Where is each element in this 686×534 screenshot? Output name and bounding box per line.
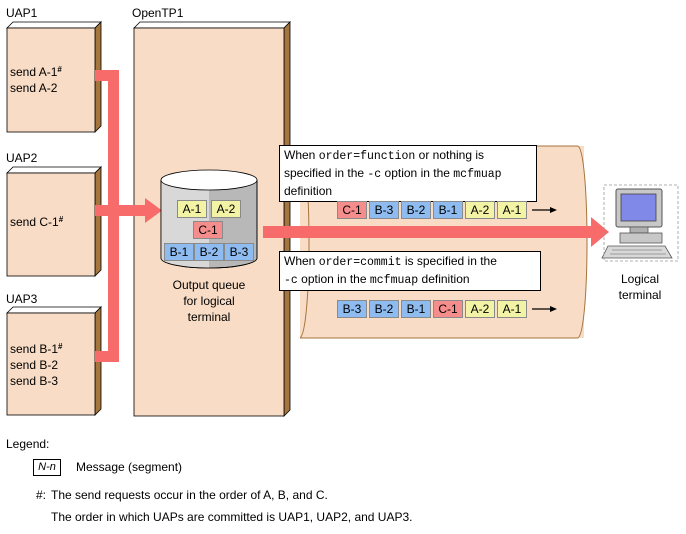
legend-note-mark: #: <box>36 488 47 502</box>
queue-tag-a2: A-2 <box>211 200 241 218</box>
seq1-tag-2: B-3 <box>369 201 399 219</box>
seq1-tag-6: A-1 <box>497 201 527 219</box>
uap3-send-b3: send B-3 <box>10 374 59 388</box>
inbound-arrows <box>95 70 162 362</box>
seq1-tag-3: B-2 <box>401 201 431 219</box>
uap3-box <box>6 306 102 416</box>
uap3-send-b2: send B-2 <box>10 358 59 372</box>
seq2-tag-2: B-2 <box>369 300 399 318</box>
queue-tag-b1: B-1 <box>164 243 194 261</box>
uap1-send-a1: send A-1# <box>10 65 62 79</box>
uap2-commands: send C-1# <box>10 214 63 230</box>
legend-sample-desc: Message (segment) <box>76 460 183 474</box>
callout-order-commit: When order=commit is specified in the -c… <box>279 251 541 291</box>
queue-tag-b3: B-3 <box>224 243 254 261</box>
seq1-tag-1: C-1 <box>337 201 367 219</box>
seq2-tag-4: C-1 <box>433 300 463 318</box>
uap1-box <box>6 21 102 133</box>
terminal-label: Logical terminal <box>618 272 662 302</box>
uap1-send-a2: send A-2 <box>10 81 58 95</box>
queue-label: Output queue for logical terminal <box>172 278 246 324</box>
uap2-box <box>6 166 102 277</box>
uap3-send-b1: send B-1# <box>10 342 63 356</box>
callout-order-function: When order=function or nothing is specif… <box>279 145 537 202</box>
uap2-label: UAP2 <box>6 151 38 165</box>
legend-title: Legend: <box>6 437 50 451</box>
legend-sample-tag: N-n <box>33 459 61 476</box>
uap2-send-c1: send C-1# <box>10 215 64 229</box>
opentp1-label: OpenTP1 <box>132 6 184 20</box>
seq2-tag-6: A-1 <box>497 300 527 318</box>
seq2-tag-5: A-2 <box>465 300 495 318</box>
computer-icon <box>601 184 679 262</box>
seq2-tag-1: B-3 <box>337 300 367 318</box>
uap1-label: UAP1 <box>6 6 38 20</box>
legend-note-2: The order in which UAPs are committed is… <box>51 510 413 524</box>
queue-tag-a1: A-1 <box>177 200 207 218</box>
queue-tag-c1: C-1 <box>193 221 223 239</box>
legend-note-1: The send requests occur in the order of … <box>51 488 328 502</box>
sequence-arrows <box>532 207 557 312</box>
uap3-commands: send B-1# send B-2 send B-3 <box>10 341 62 389</box>
seq2-tag-3: B-1 <box>401 300 431 318</box>
seq1-tag-4: B-1 <box>433 201 463 219</box>
seq1-tag-5: A-2 <box>465 201 495 219</box>
uap3-label: UAP3 <box>6 292 38 306</box>
uap1-commands: send A-1# send A-2 <box>10 64 62 96</box>
queue-tag-b2: B-2 <box>194 243 224 261</box>
outbound-arrow <box>263 217 609 247</box>
